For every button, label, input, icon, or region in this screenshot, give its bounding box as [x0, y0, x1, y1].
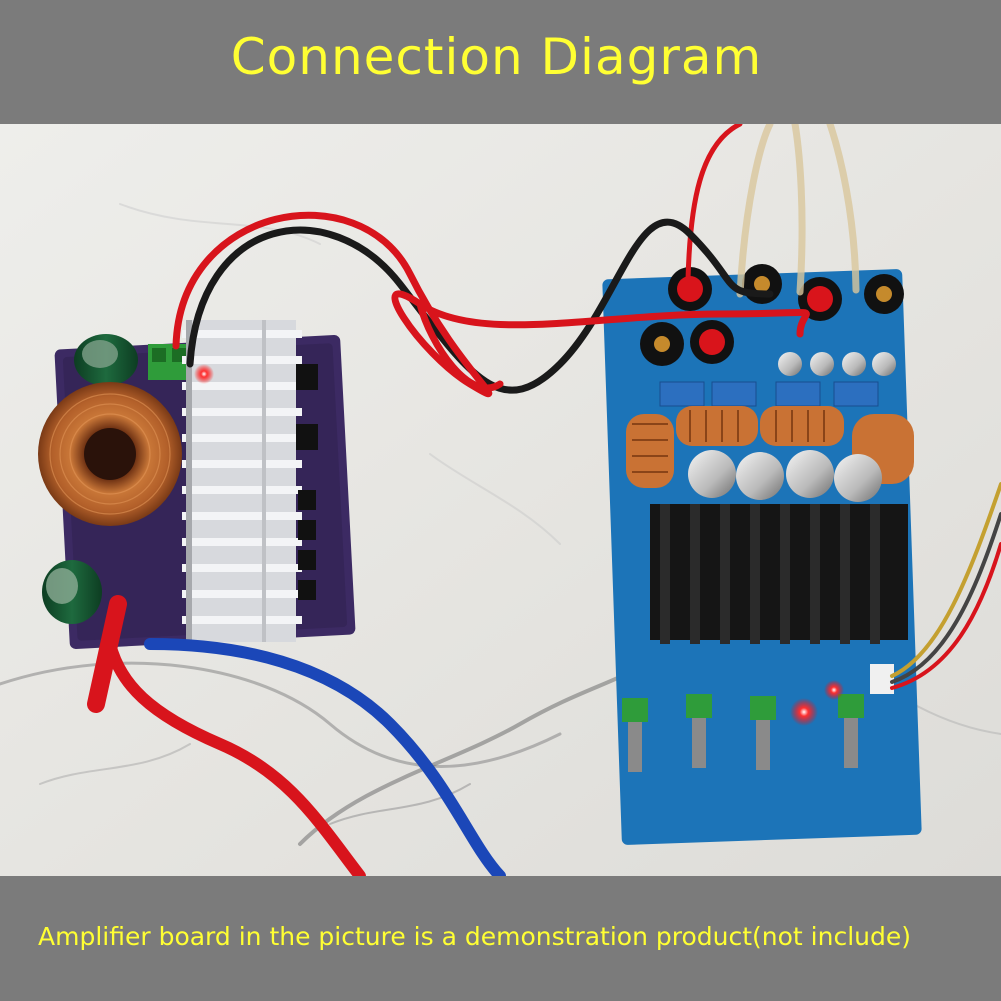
mosfets [296, 364, 318, 600]
wiring [87, 124, 1001, 876]
footer-band: Amplifier board in the picture is a demo… [0, 876, 1001, 1001]
signal-connector [870, 664, 894, 694]
status-led [824, 680, 844, 700]
image-caption: Amplifier board in the picture is a demo… [38, 922, 911, 951]
large-capacitors [688, 450, 882, 502]
black-heatsink [650, 504, 908, 644]
header-band: Connection Diagram [0, 0, 1001, 124]
connection-photo [0, 124, 1001, 876]
photo-illustration [0, 124, 1001, 876]
small-capacitors [778, 352, 896, 376]
output-inductors [626, 406, 914, 488]
image-title: Connection Diagram [230, 28, 763, 86]
amplifier-board [602, 264, 922, 845]
tone-knobs [622, 694, 864, 772]
film-capacitors [659, 381, 879, 407]
power-led-left [194, 364, 214, 384]
power-led-right [790, 698, 818, 726]
boost-converter-board [38, 320, 356, 649]
